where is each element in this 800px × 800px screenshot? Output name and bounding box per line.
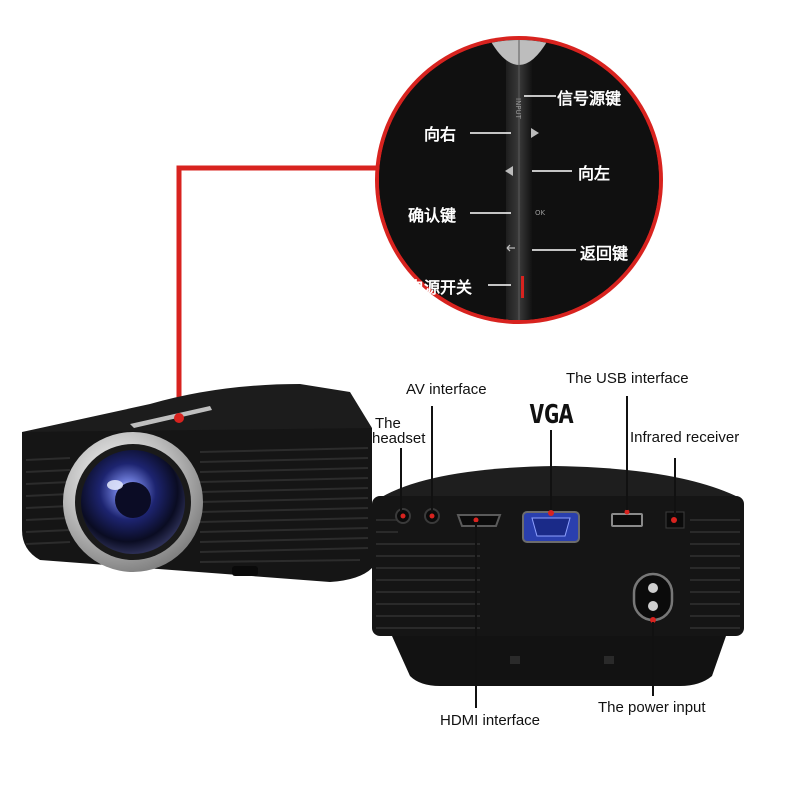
hdmi-port xyxy=(456,514,502,527)
label-usb-interface: The USB interface xyxy=(566,370,689,387)
label-infrared-receiver: Infrared receiver xyxy=(630,429,740,446)
power-input xyxy=(632,572,674,622)
power-slider-icon xyxy=(521,276,524,298)
label-right: 向右 xyxy=(424,125,457,144)
button-panel-zoom: INPUT OK xyxy=(375,36,663,324)
label-left: 向左 xyxy=(578,164,611,183)
label-headset-line1: The xyxy=(375,415,401,432)
rear-leader-lines xyxy=(400,396,676,708)
label-vga: VGA xyxy=(529,400,574,430)
input-mark: INPUT xyxy=(514,98,522,120)
label-input-key: 信号源键 xyxy=(557,89,622,108)
usb-port xyxy=(611,513,643,527)
label-ok-key: 确认键 xyxy=(408,206,457,225)
label-av-interface: AV interface xyxy=(406,381,487,398)
triangle-left-icon xyxy=(505,166,513,176)
label-back-key: 返回键 xyxy=(580,244,629,263)
back-arrow-icon xyxy=(506,244,515,252)
ok-mark: OK xyxy=(535,209,546,217)
label-headset-line2: headset xyxy=(372,430,426,447)
zoom-connector xyxy=(176,165,379,418)
projector-front xyxy=(22,384,372,582)
label-power-input: The power input xyxy=(598,699,706,716)
triangle-right-icon xyxy=(531,128,539,138)
projector-rear xyxy=(372,466,744,686)
label-hdmi-interface: HDMI interface xyxy=(440,712,541,729)
label-power-switch: 电源开关 xyxy=(408,278,473,297)
